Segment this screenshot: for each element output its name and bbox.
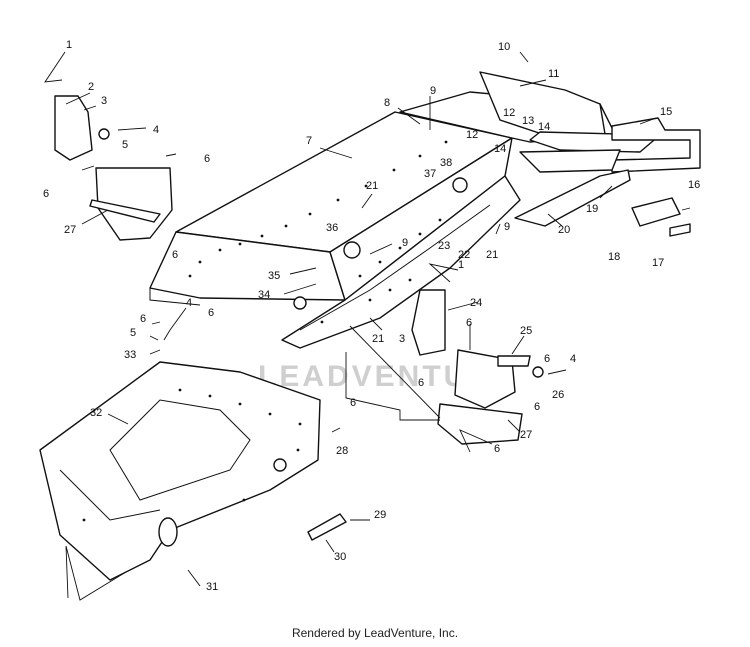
callout-label: 4 [570, 353, 576, 365]
callout-label: 6 [466, 317, 472, 329]
callout-label: 25 [520, 325, 532, 337]
callout-label: 1 [66, 39, 72, 51]
callout-numbers: 1 2 3 4 5 6 6 6 27 10 11 8 9 7 12 13 14 … [43, 39, 700, 593]
callout-label: 29 [374, 509, 386, 521]
center-brackets [411, 289, 544, 445]
callout-label: 6 [544, 353, 550, 365]
callout-label: 6 [534, 401, 540, 413]
callout-label: 6 [43, 188, 49, 200]
callout-label: 12 [466, 129, 478, 141]
callout-label: 20 [558, 224, 570, 236]
small-parts [307, 197, 691, 541]
callout-label: 1 [458, 259, 464, 271]
callout-label: 5 [122, 139, 128, 151]
callout-label: 6 [494, 443, 500, 455]
callout-label: 19 [586, 203, 598, 215]
callout-label: 10 [498, 41, 510, 53]
callout-label: 2 [88, 81, 94, 93]
callout-label: 9 [504, 221, 510, 233]
render-credit: Rendered by LeadVenture, Inc. [291, 626, 459, 640]
callout-label: 27 [520, 429, 532, 441]
callout-label: 21 [372, 333, 384, 345]
callout-label: 6 [418, 377, 424, 389]
callout-label: 6 [204, 153, 210, 165]
callout-label: 36 [326, 222, 338, 234]
side-cover [514, 169, 631, 227]
callout-label: 6 [140, 313, 146, 325]
callout-label: 18 [608, 251, 620, 263]
callout-label: 6 [172, 249, 178, 261]
callout-label: 38 [440, 157, 452, 169]
lower-frame [39, 361, 321, 581]
callout-label: 3 [399, 333, 405, 345]
leader-lines [44, 51, 691, 601]
callout-label: 11 [548, 68, 559, 80]
callout-label: 4 [153, 124, 159, 136]
callout-label: 9 [430, 85, 436, 97]
callout-label: 17 [652, 257, 664, 269]
main-frame [149, 111, 521, 349]
callout-label: 28 [336, 445, 348, 457]
callout-label: 6 [350, 397, 356, 409]
callout-label: 8 [384, 97, 390, 109]
callout-label: 16 [688, 179, 700, 191]
callout-label: 23 [438, 240, 450, 252]
callout-label: 37 [424, 168, 436, 180]
callout-label: 6 [208, 307, 214, 319]
callout-label: 21 [366, 180, 378, 192]
callout-label: 5 [130, 327, 136, 339]
callout-label: 34 [258, 289, 270, 301]
callout-label: 3 [101, 95, 107, 107]
callout-label: 14 [494, 143, 506, 155]
callout-label: 32 [90, 407, 102, 419]
callout-label: 9 [402, 237, 408, 249]
callout-label: 30 [334, 551, 346, 563]
callout-label: 7 [306, 135, 312, 147]
callout-label: 24 [470, 297, 482, 309]
callout-label: 26 [552, 389, 564, 401]
callout-label: 22 [458, 249, 470, 261]
rear-rail-assembly [399, 71, 701, 173]
callout-label: 4 [186, 297, 192, 309]
callout-label: 27 [64, 224, 76, 236]
callout-label: 31 [206, 581, 218, 593]
upper-left-bracket [54, 95, 173, 241]
callout-label: 33 [124, 349, 136, 361]
callout-label: 21 [486, 249, 498, 261]
callout-label: 12 [503, 107, 515, 119]
callout-label: 35 [268, 270, 280, 282]
callout-label: 14 [538, 121, 550, 133]
callout-label: 13 [522, 115, 534, 127]
callout-label: 15 [660, 106, 672, 118]
